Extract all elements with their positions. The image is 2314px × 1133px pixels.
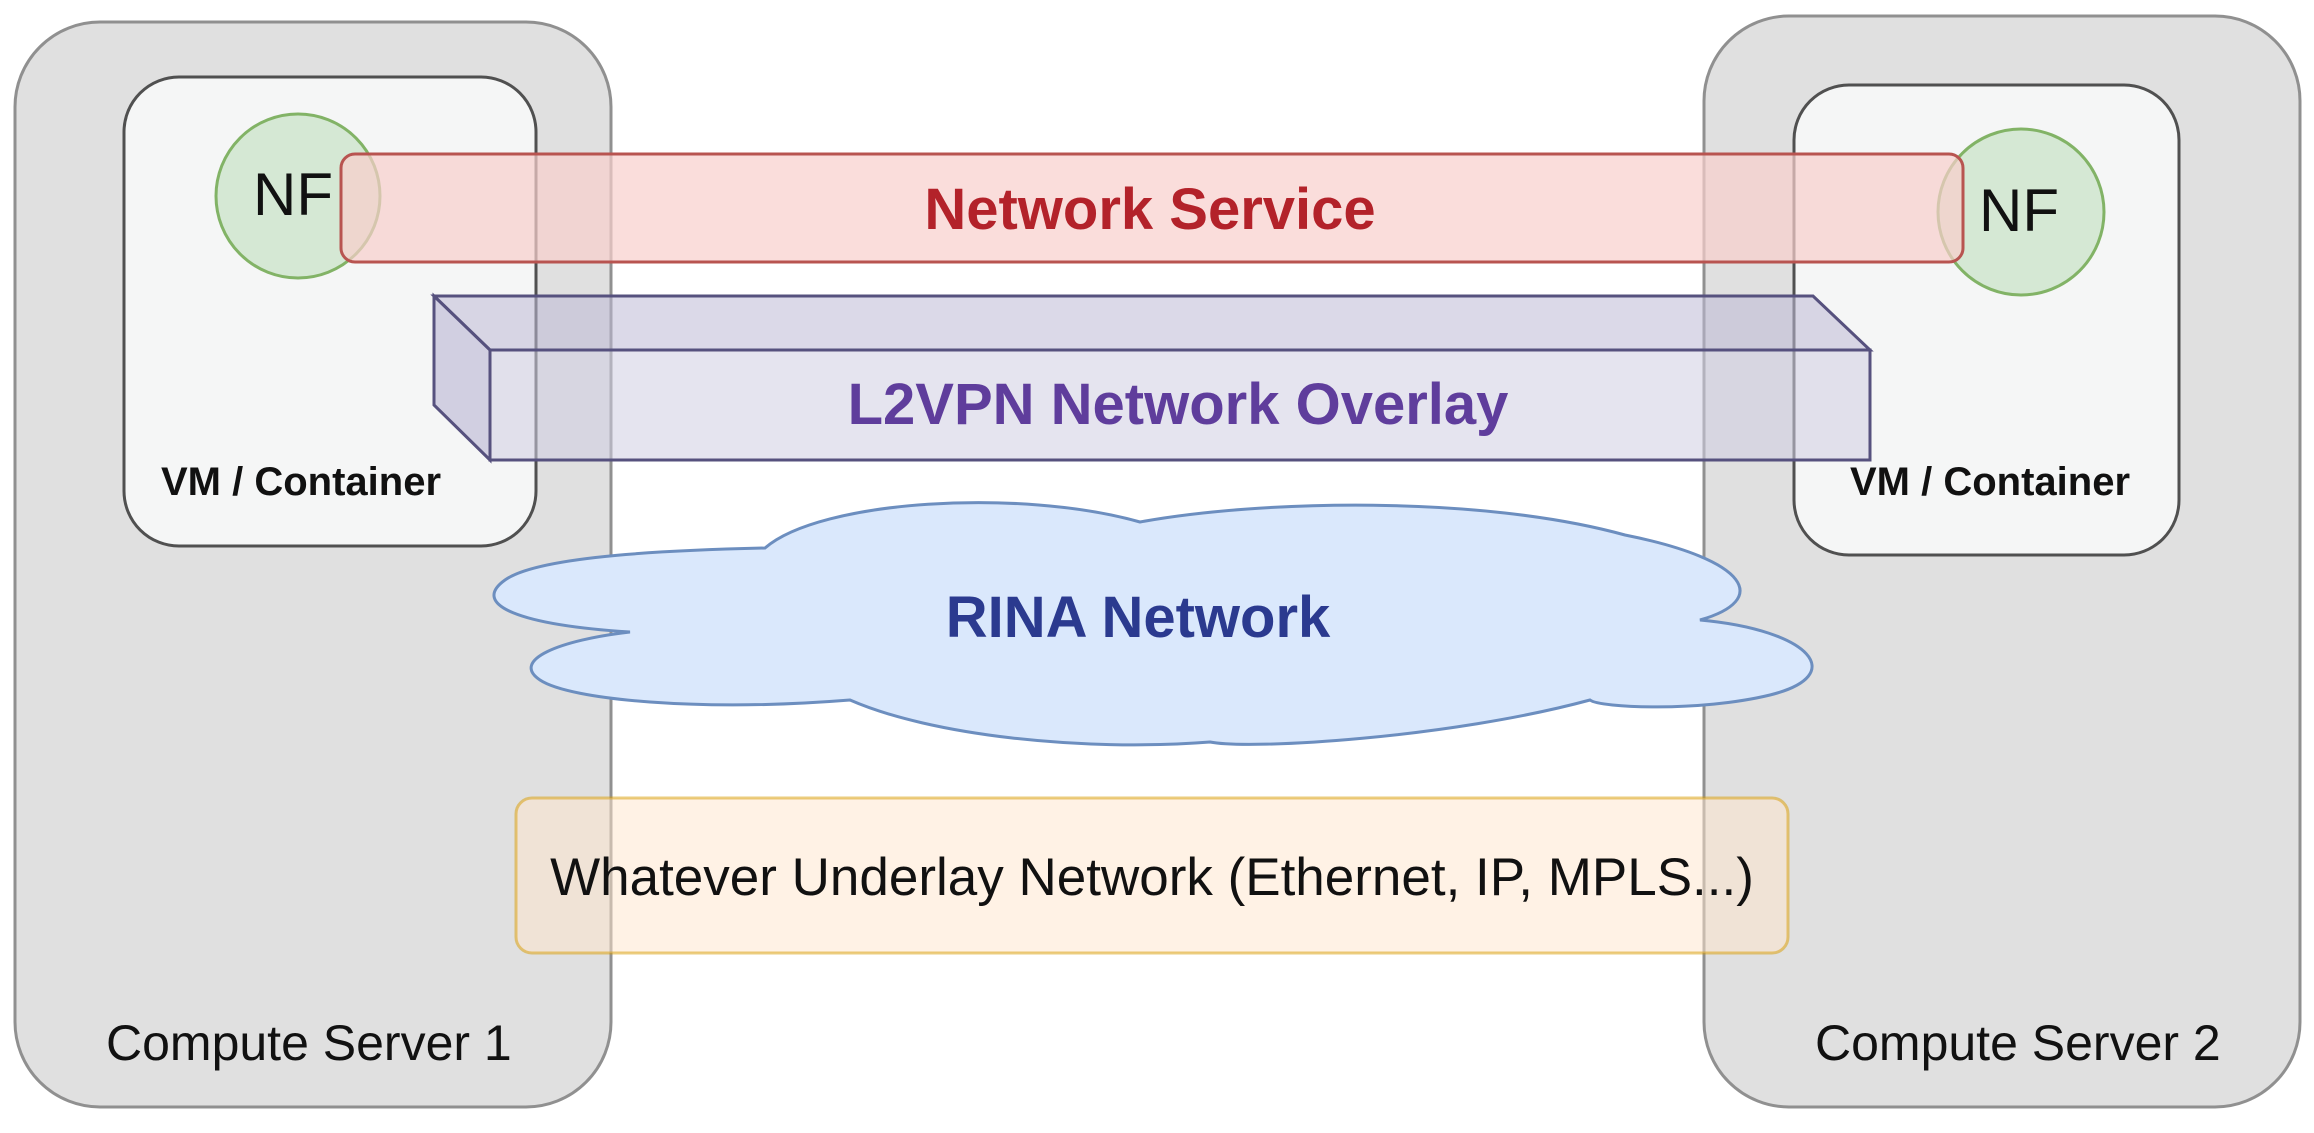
underlay-network-label: Whatever Underlay Network (Ethernet, IP,… xyxy=(550,848,1754,907)
nf-1-label: NF xyxy=(253,161,333,228)
network-service-label: Network Service xyxy=(924,177,1375,242)
underlay-network-box xyxy=(514,796,1790,955)
vm-container-1-label: VM / Container xyxy=(161,460,441,504)
compute-server-2-label: Compute Server 2 xyxy=(1815,1015,2221,1071)
l2vpn-overlay-label: L2VPN Network Overlay xyxy=(848,372,1509,437)
overlay-front-face xyxy=(488,348,1872,462)
rina-network-label: RINA Network xyxy=(946,585,1331,650)
l2vpn-overlay-box xyxy=(430,292,1874,464)
rina-network-cloud xyxy=(492,501,1814,747)
network-service-bar xyxy=(339,152,1965,264)
overlay-top-face xyxy=(430,294,1874,352)
nf-2-label: NF xyxy=(1979,177,2059,244)
vm-container-2-label: VM / Container xyxy=(1850,460,2130,504)
compute-server-1-label: Compute Server 1 xyxy=(106,1015,512,1071)
